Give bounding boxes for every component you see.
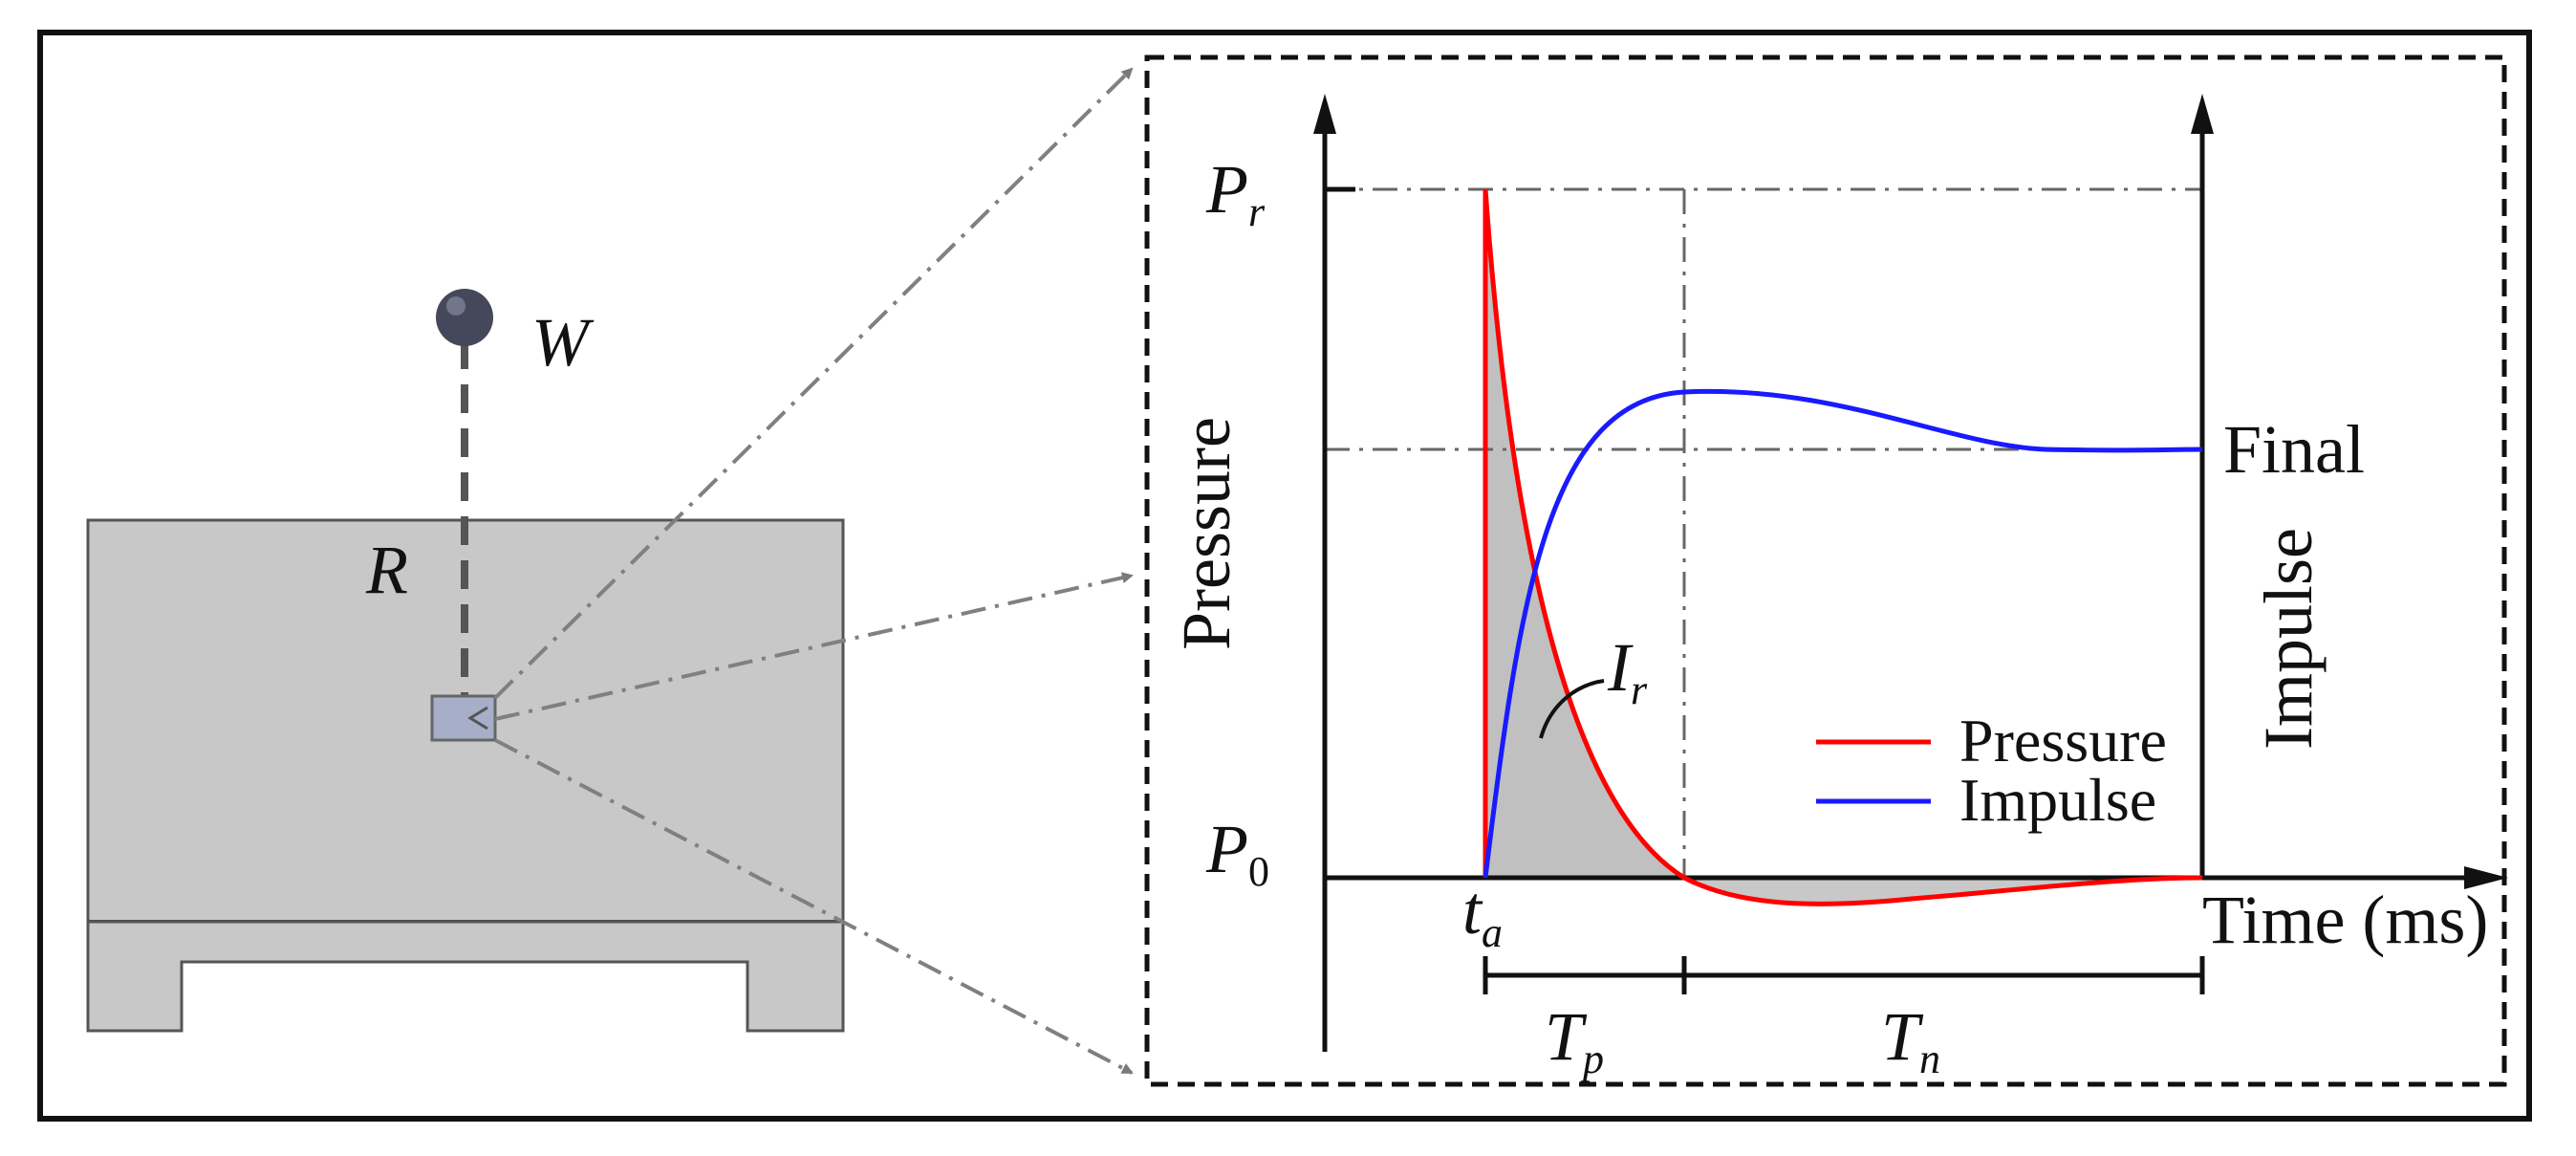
charge-label: W [531,304,595,381]
charge-sphere [436,289,493,346]
final-impulse-label: Final [2223,411,2365,488]
positive-phase-label: Tp [1545,998,1604,1082]
time-axis-arrowhead [2464,866,2508,889]
test-scene: W R [86,289,845,1033]
detail-panel [1144,55,2507,1087]
time-axis-title: Time (ms) [2202,882,2488,958]
impulse-area-pointer [1539,679,1605,739]
impulse-axis-arrowhead [2191,94,2214,134]
negative-phase-label: Tn [1881,998,1940,1082]
legend: Pressure Impulse [1816,707,2167,834]
standoff-label: R [365,532,408,608]
pressure-axis-arrowhead [1313,94,1336,134]
block-base [86,920,845,1033]
outer-frame [37,30,2532,1122]
impulse-curve [1483,388,2203,879]
pressure-gauge [430,694,497,742]
positive-impulse-area [1485,189,1684,878]
impulse-area-label: Ir [1607,629,1648,713]
legend-impulse-label: Impulse [1959,766,2156,834]
gauge-arrow [467,706,488,731]
leader-lines [493,67,1134,1075]
pressure-curve [1483,188,2203,906]
impulse-axis-title: Impulse [2250,528,2327,750]
leader-line-middle [494,572,1134,721]
leader-line-top [493,67,1134,700]
pressure-time-graph: Pressure Impulse Pressure Impulse Time (… [1168,94,2508,1082]
charge-highlight [446,296,465,316]
pressure-axis-title: Pressure [1168,417,1245,650]
peak-pressure-label: Pr [1205,151,1266,235]
ambient-pressure-label: P0 [1205,811,1269,895]
arrival-time-label: ta [1462,872,1503,956]
legend-pressure-label: Pressure [1959,707,2167,774]
leader-line-bottom [494,738,1134,1075]
